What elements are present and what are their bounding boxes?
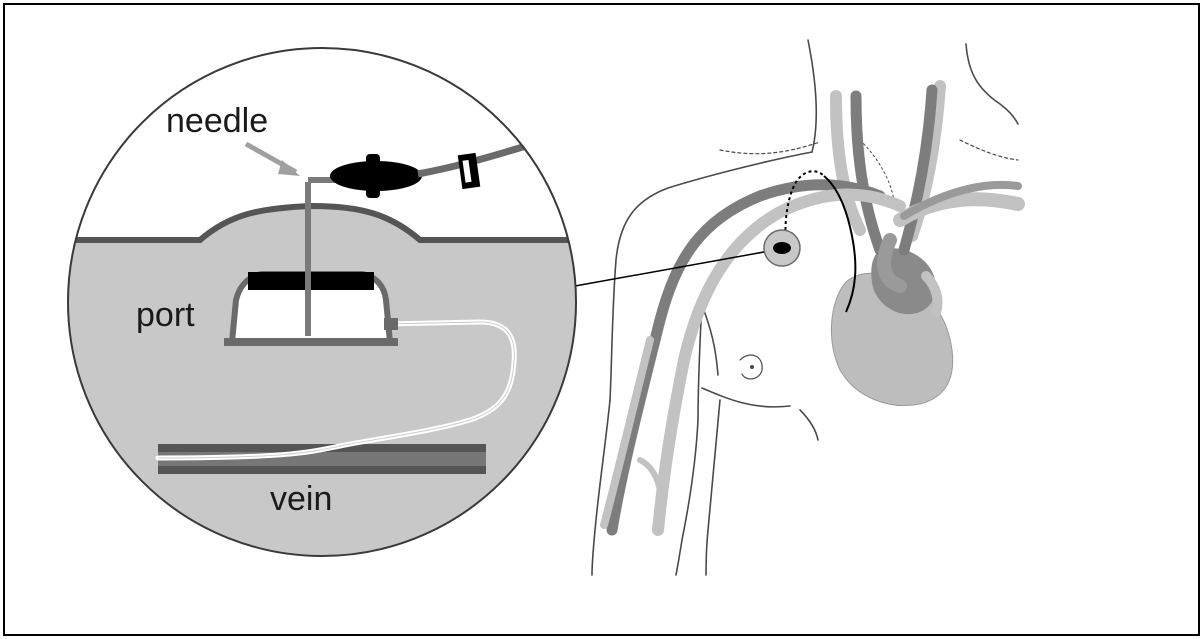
needle-label: needle (166, 102, 268, 140)
vein-label: vein (270, 480, 332, 518)
port-label: port (136, 296, 195, 334)
implanted-port (773, 242, 791, 254)
